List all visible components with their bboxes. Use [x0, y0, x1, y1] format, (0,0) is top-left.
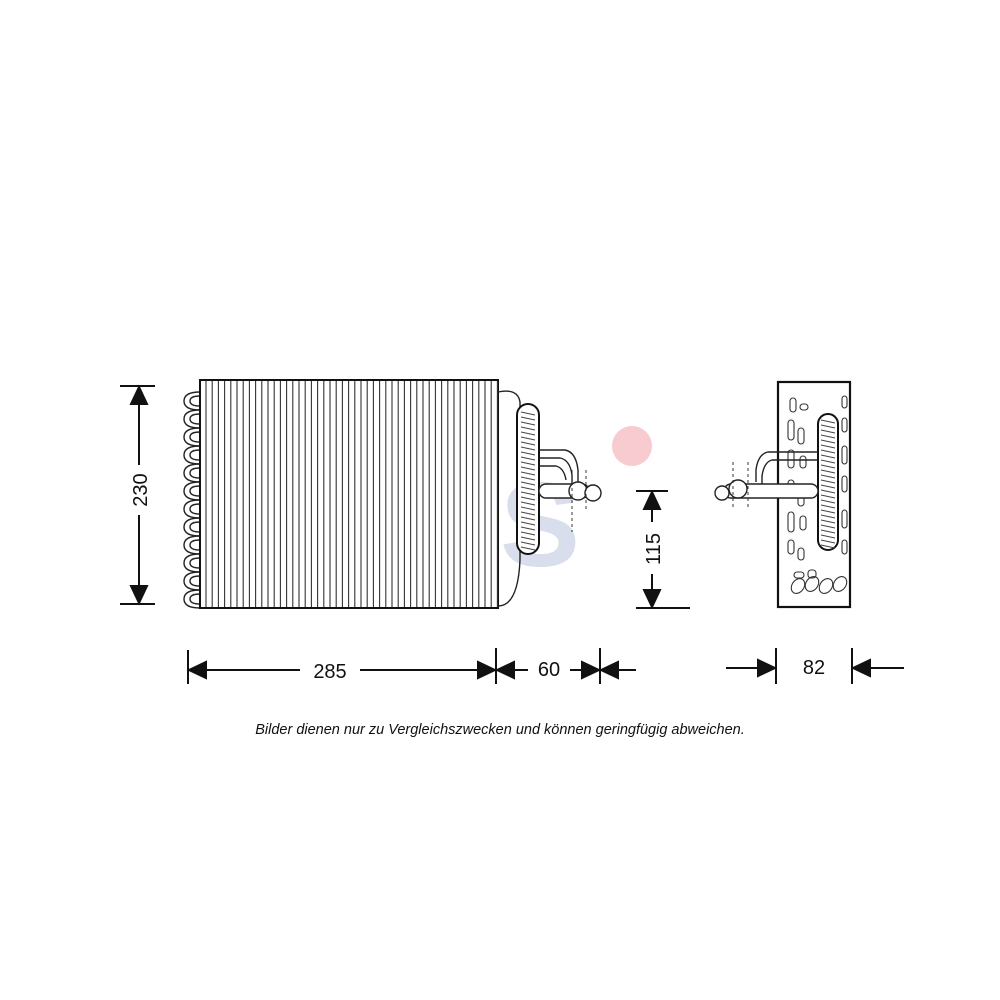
- watermark-dot: [612, 426, 652, 466]
- evaporator-core: [199, 379, 499, 609]
- dimension-pipe-offset-label: 60: [538, 659, 560, 681]
- dimension-height: 230: [120, 384, 155, 606]
- right-manifold: [497, 390, 602, 607]
- dimension-depth: 82: [726, 648, 904, 684]
- dimension-width: 285 60: [186, 648, 636, 684]
- dimension-depth-label: 82: [803, 657, 825, 679]
- side-view: [714, 380, 852, 609]
- disclaimer-text: Bilder dienen nur zu Vergleichszwecken u…: [255, 722, 745, 738]
- dimension-height-label: 230: [130, 473, 152, 506]
- dimension-pipe-height: 115: [636, 489, 690, 610]
- dimension-pipe-height-label: 115: [643, 533, 665, 565]
- dimension-width-label: 285: [313, 661, 346, 683]
- left-tube-bends: [183, 391, 201, 609]
